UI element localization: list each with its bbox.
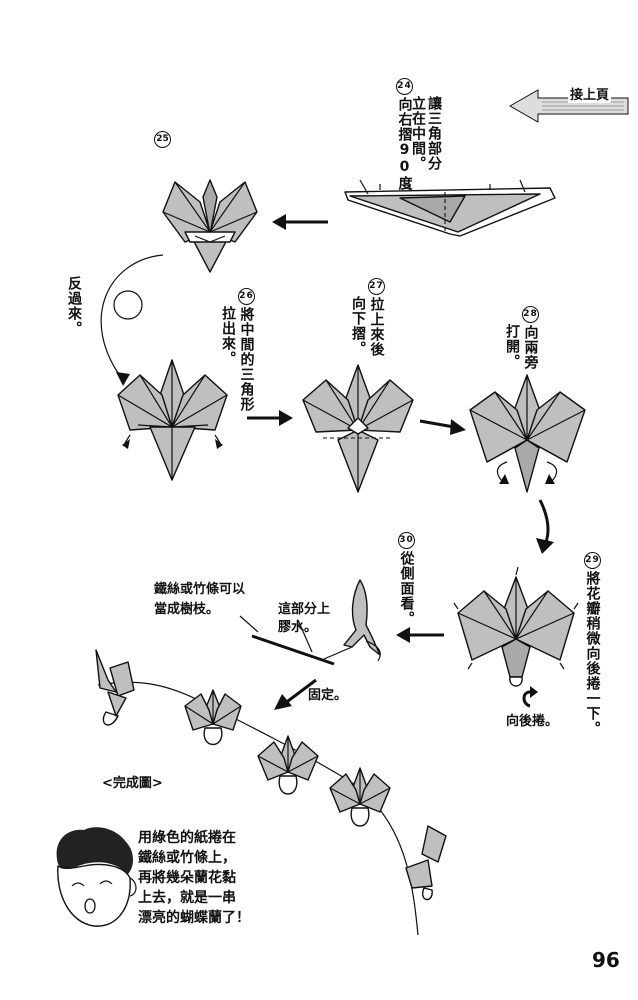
step30-number: 30 bbox=[398, 532, 415, 549]
continue-label: 接上頁 bbox=[568, 84, 612, 103]
wire-diagram bbox=[239, 615, 335, 666]
step27-diagram bbox=[302, 364, 414, 493]
step29-text: 29將花瓣稍微向後捲一下。 bbox=[584, 552, 601, 736]
fix-arrow bbox=[274, 678, 317, 710]
step26-text-2: 拉出來。 bbox=[220, 306, 236, 366]
step28-text: 28向兩旁 bbox=[522, 306, 539, 370]
step25-number-wrap: 25 bbox=[154, 126, 171, 150]
completed-orchid-spray bbox=[95, 649, 447, 936]
step28-number: 28 bbox=[522, 306, 539, 323]
step29-diagram bbox=[453, 566, 579, 687]
step26-text: 26將中間的三角形 bbox=[238, 288, 255, 412]
step28-diagram bbox=[469, 374, 586, 493]
page-number: 96 bbox=[592, 948, 620, 972]
step30-text: 30從側面看。 bbox=[398, 532, 415, 626]
step24-text: 24向右摺90度 bbox=[396, 78, 413, 198]
speech-text: 用綠色的紙捲在 鐵絲或竹條上， 再將幾朵蘭花黏 上去，就是一串 漂亮的蝴蝶蘭了！ bbox=[138, 828, 250, 928]
step24-text-3: 立在中間。 bbox=[410, 96, 426, 171]
step24-col1: 24向右摺90度 bbox=[396, 78, 413, 191]
flip-label: 反過來。 bbox=[66, 276, 82, 336]
arrow-26-to-27 bbox=[247, 410, 293, 426]
glue-note-line1: 這部分上 bbox=[278, 602, 331, 617]
arrow-24-to-25 bbox=[272, 214, 328, 230]
complete-label: <完成圖> bbox=[102, 776, 163, 791]
step27-number: 27 bbox=[368, 278, 385, 295]
step27-text: 27拉上來後 bbox=[368, 278, 385, 357]
speech-line-1: 用綠色的紙捲在 bbox=[138, 830, 236, 846]
speech-line-5: 漂亮的蝴蝶蘭了！ bbox=[138, 910, 250, 926]
step28-text-2: 打開。 bbox=[504, 324, 520, 369]
step30-side-view bbox=[323, 579, 381, 662]
roll-back-icon bbox=[522, 686, 538, 708]
speech-line-4: 上去，就是一串 bbox=[138, 890, 236, 906]
speech-line-3: 再將幾朵蘭花黏 bbox=[138, 870, 236, 886]
glue-note-line2: 膠水。 bbox=[278, 620, 318, 635]
step26-diagram bbox=[117, 359, 228, 481]
step24-diagram bbox=[344, 179, 556, 237]
step24-number: 24 bbox=[396, 78, 413, 95]
arrow-27-to-28 bbox=[419, 419, 466, 435]
step27-text-2: 向下摺。 bbox=[350, 296, 366, 356]
speech-line-2: 鐵絲或竹條上， bbox=[138, 850, 236, 866]
character-face bbox=[56, 827, 137, 927]
flip-arrow bbox=[100, 254, 164, 386]
step24-text-2: 讓三角部分 bbox=[426, 96, 442, 171]
wire-note-line1: 鐵絲或竹條可以 bbox=[154, 582, 246, 597]
wire-note-line2: 當成樹枝。 bbox=[154, 602, 220, 617]
step29-roll-label: 向後捲。 bbox=[506, 714, 559, 729]
step25-diagram bbox=[162, 179, 258, 273]
step29-number: 29 bbox=[584, 552, 601, 569]
arrow-29-to-30 bbox=[396, 627, 444, 643]
step26-number: 26 bbox=[238, 288, 255, 305]
step25-number: 25 bbox=[154, 131, 171, 148]
arrow-28-to-29 bbox=[536, 499, 554, 554]
fix-label: 固定。 bbox=[308, 688, 348, 703]
